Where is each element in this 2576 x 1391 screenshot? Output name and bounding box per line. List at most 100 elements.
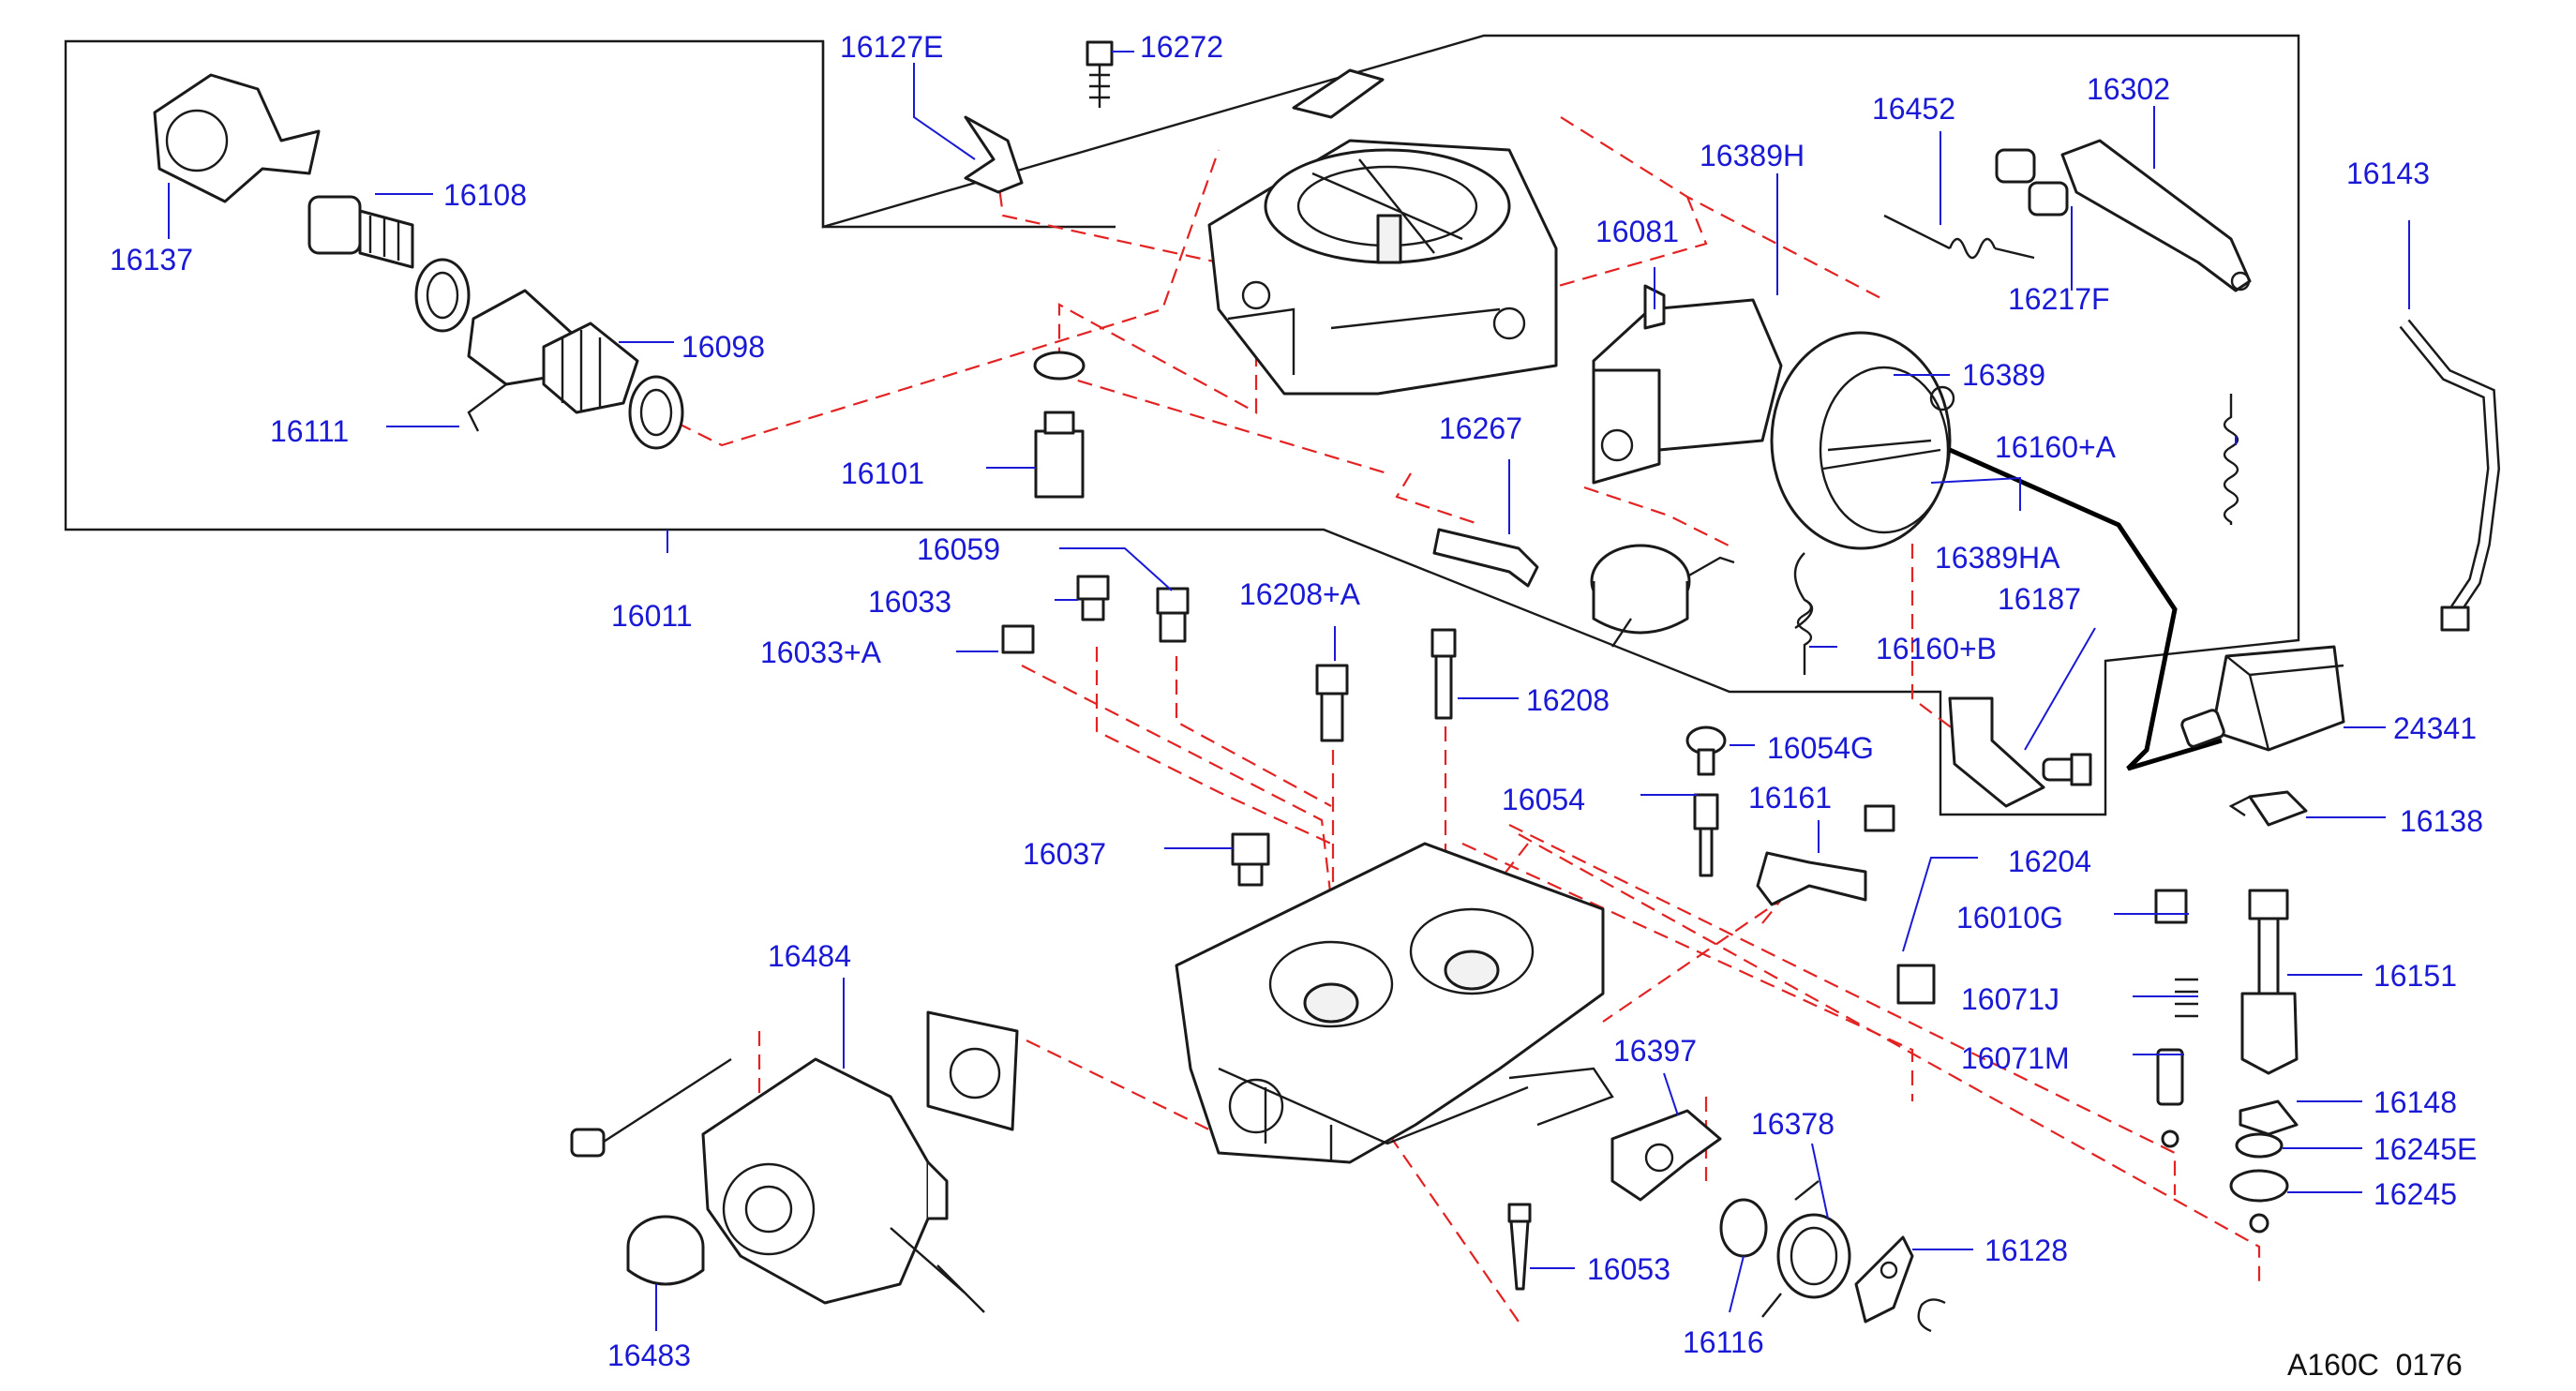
jet-16037 <box>1231 832 1270 887</box>
callout-16143: 16143 <box>2346 157 2430 190</box>
bracket-16187 <box>1948 696 2092 808</box>
callout-16160a: 16160+A <box>1995 430 2117 464</box>
callout-16483: 16483 <box>607 1339 691 1372</box>
callout-labels: 16127E 16272 16137 16108 16098 16111 160… <box>110 30 2483 1372</box>
callout-16128: 16128 <box>1984 1234 2068 1267</box>
screw-16053 <box>1507 1203 1532 1291</box>
carburetor-main-body <box>1175 842 1614 1164</box>
callout-16204: 16204 <box>2008 845 2091 878</box>
lever-16397 <box>1610 1109 1722 1202</box>
jet-16054g <box>1685 725 1727 776</box>
carburetor-top-cover <box>1207 139 1558 396</box>
callout-16127e: 16127E <box>840 30 943 64</box>
spring-16452 <box>1883 214 2035 260</box>
callout-16397: 16397 <box>1613 1034 1697 1068</box>
bolt-16108 <box>307 195 414 269</box>
callout-16245: 16245 <box>2374 1177 2457 1211</box>
cage-16098 <box>542 322 639 414</box>
callout-16267: 16267 <box>1439 411 1522 445</box>
callout-16151: 16151 <box>2374 959 2457 993</box>
callout-24341: 24341 <box>2393 711 2477 745</box>
choke-lever <box>1995 139 2252 292</box>
bracket-16127e <box>964 115 1024 194</box>
jet-16208 <box>1430 628 1457 720</box>
cam-16128 <box>1854 1235 1914 1324</box>
plug-16010g <box>2154 889 2188 924</box>
seal-16116 <box>1719 1198 1768 1258</box>
callout-16053: 16053 <box>1587 1252 1670 1286</box>
callout-16389: 16389 <box>1962 358 2045 392</box>
callout-16245e: 16245E <box>2374 1132 2477 1166</box>
rod-16071m <box>2156 1048 2184 1148</box>
bulb-16138 <box>2228 790 2308 827</box>
bracket-16161 <box>1756 804 1895 906</box>
callout-16071m: 16071M <box>1961 1041 2070 1075</box>
boot-16148 <box>2239 1099 2299 1136</box>
callout-16059: 16059 <box>917 532 1000 566</box>
callout-16389h: 16389H <box>1700 139 1805 172</box>
callout-16098: 16098 <box>681 330 765 364</box>
jet-16204 <box>1896 964 1936 1005</box>
callout-16054g: 16054G <box>1767 731 1874 765</box>
vacuum-diaphragm <box>1590 544 1735 648</box>
callout-16161: 16161 <box>1748 781 1832 815</box>
callout-16452: 16452 <box>1872 92 1955 126</box>
callout-16138: 16138 <box>2400 804 2483 838</box>
callout-16160b: 16160+B <box>1876 632 1997 666</box>
callout-16071j: 16071J <box>1961 982 2059 1016</box>
spring-16378 <box>1761 1180 1851 1318</box>
callout-16484: 16484 <box>768 939 851 973</box>
screw-16272 <box>1086 40 1114 108</box>
clip-16272 <box>1292 68 1385 119</box>
gasket-16484 <box>926 1010 1019 1131</box>
spring-16071j <box>2175 978 2198 1018</box>
clip-16128 <box>1917 1298 1946 1333</box>
callout-16033: 16033 <box>868 585 951 619</box>
jet-16033 <box>1076 575 1110 621</box>
callout-16081: 16081 <box>1595 215 1679 248</box>
ring-16098 <box>628 375 684 450</box>
callout-16272: 16272 <box>1140 30 1223 64</box>
diagram-code: A160C 0176 <box>2287 1348 2463 1382</box>
washer-16108-ring <box>414 258 471 333</box>
callout-16037: 16037 <box>1023 837 1106 871</box>
bolt-16484 <box>570 1057 732 1158</box>
callout-16187: 16187 <box>1998 582 2081 616</box>
callout-16137: 16137 <box>110 243 193 277</box>
seat-16245 <box>2229 1169 2289 1234</box>
callout-16208: 16208 <box>1526 683 1610 717</box>
jet-16059 <box>1156 587 1190 643</box>
choke-housing <box>1592 298 1955 550</box>
callout-16378: 16378 <box>1751 1107 1835 1141</box>
callout-16208a: 16208+A <box>1239 577 1361 611</box>
callout-16010g: 16010G <box>1956 901 2063 935</box>
actuator-16484 <box>701 1057 985 1313</box>
callout-16302: 16302 <box>2087 72 2170 106</box>
callout-16217f: 16217F <box>2008 282 2110 316</box>
jet-16208a <box>1315 664 1349 742</box>
hose-16143 <box>2399 319 2501 632</box>
plug-16101 <box>1033 351 1086 499</box>
callout-16116: 16116 <box>1683 1325 1764 1359</box>
needle-16151 <box>2240 889 2299 1075</box>
seat-16245e <box>2235 1132 2284 1159</box>
jet-16054 <box>1693 793 1719 877</box>
callout-16101: 16101 <box>841 456 924 490</box>
callout-16054: 16054 <box>1502 783 1585 816</box>
hose-16267 <box>1432 528 1539 588</box>
callout-16111: 16111 <box>270 414 349 448</box>
jet-16033a <box>1001 624 1035 654</box>
module-24341 <box>1948 447 2345 771</box>
callout-16011: 16011 <box>611 599 693 633</box>
callout-16148: 16148 <box>2374 1085 2457 1119</box>
choke-group-frame <box>821 41 1116 229</box>
cap-16483 <box>626 1215 705 1286</box>
bracket-16137 <box>153 73 321 203</box>
callout-16108: 16108 <box>443 178 527 212</box>
spring-16160-a <box>2223 394 2239 525</box>
callout-16033a: 16033+A <box>760 636 882 669</box>
leader-lines <box>168 51 2410 1331</box>
top-cover-group-frame <box>64 34 2300 816</box>
